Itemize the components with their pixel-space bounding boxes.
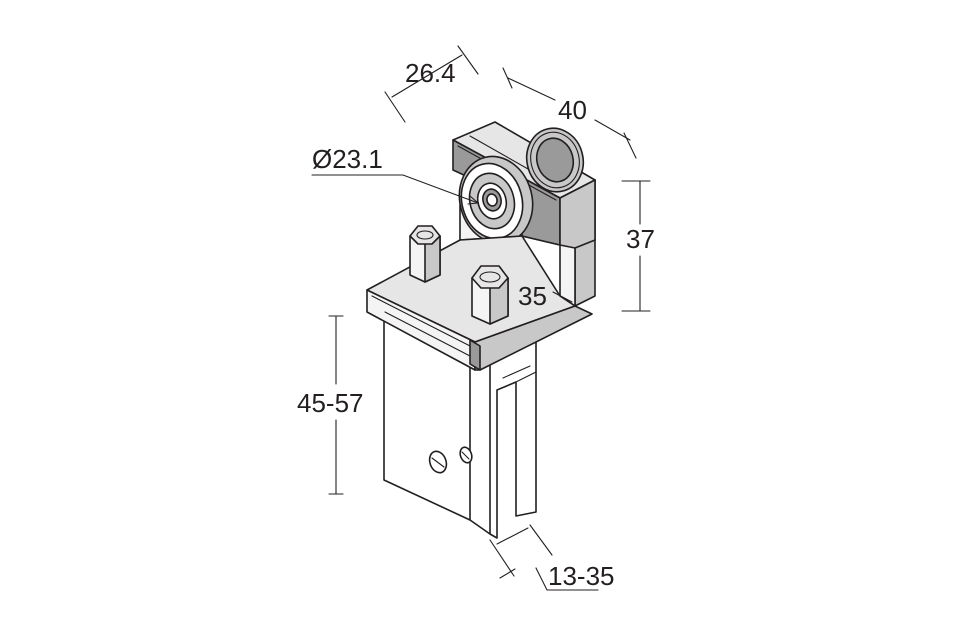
dimension-label-diameter: Ø23.1: [312, 144, 383, 174]
dimension-depth-top: 40: [502, 67, 637, 159]
dimension-label-37: 37: [626, 224, 655, 254]
dimension-height-upright: 37: [621, 180, 655, 312]
front-wheel: [458, 155, 534, 245]
dimension-label-35: 35: [518, 281, 547, 311]
hex-nut-rear: [409, 225, 441, 283]
hex-nut-front: [471, 265, 509, 325]
rear-wheel: [525, 127, 585, 193]
dimension-bracket-depth: 35: [518, 281, 573, 311]
dimension-label-13-35: 13-35: [548, 561, 615, 591]
dimension-clamp-height: 45-57: [297, 315, 364, 495]
base-plate: [366, 235, 593, 371]
dimension-label-45-57: 45-57: [297, 388, 364, 418]
dimension-label-40: 40: [558, 95, 587, 125]
dimension-label-26-4: 26.4: [405, 58, 456, 88]
dimension-clamp-gap: 13-35: [489, 524, 615, 591]
front-clamp-plate: [489, 341, 537, 539]
clamp-assembly: [383, 319, 537, 539]
dimension-width-top: 26.4: [384, 45, 479, 123]
upright-plate: [452, 121, 596, 307]
dimension-wheel-diameter: Ø23.1: [311, 144, 480, 205]
